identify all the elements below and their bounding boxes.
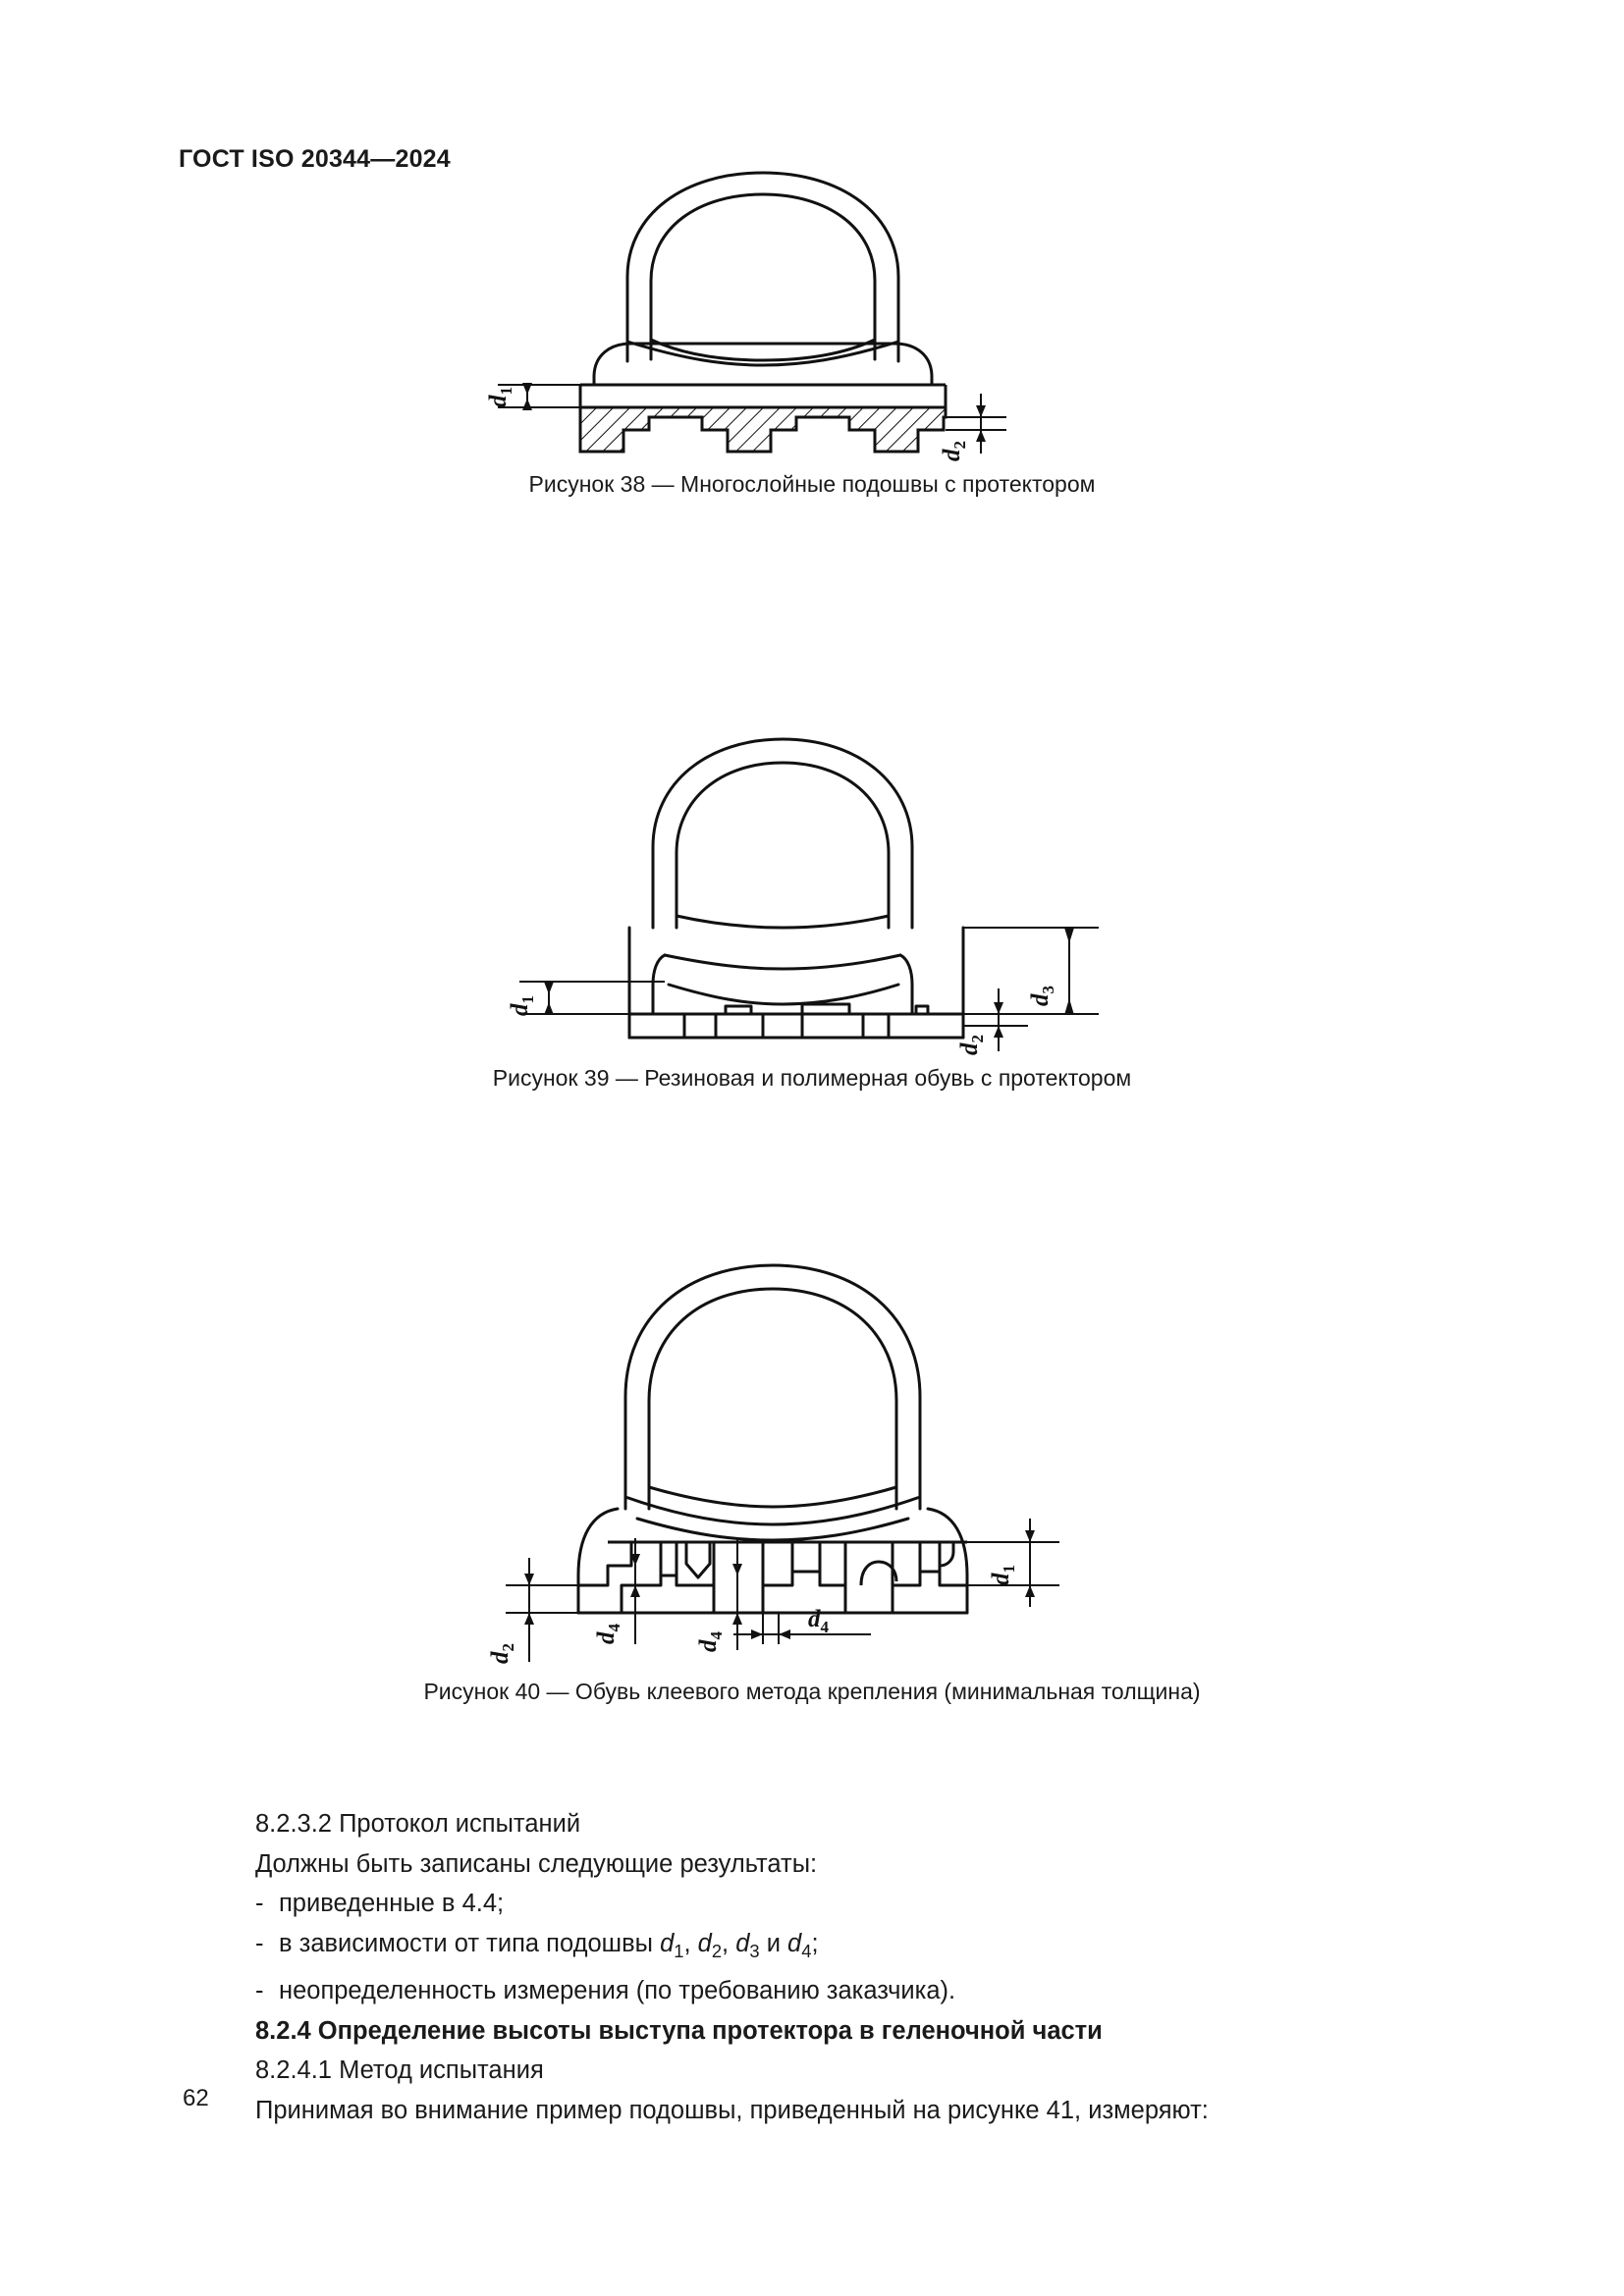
body-line-5: -неопределенность измерения (по требован…: [255, 1971, 1414, 2011]
figure-38-label-d2: d2: [939, 441, 969, 461]
figure-40-label-d2-left: d2: [487, 1643, 517, 1664]
dash-marker: -: [255, 1929, 264, 1957]
body-line-5-text: неопределенность измерения (по требовани…: [279, 1977, 956, 2005]
figure-40-label-d1: d1: [988, 1565, 1018, 1585]
figure-40-label-d4-middle: d4: [695, 1631, 726, 1653]
dash-marker: -: [255, 1977, 264, 2005]
body-line-2: Должны быть записаны следующие результат…: [255, 1849, 818, 1878]
figure-38-label-d1: d1: [485, 387, 515, 407]
body-line-8: Принимая во внимание пример подошвы, при…: [255, 2096, 1209, 2124]
figure-40-label-d4-horizontal: d4: [808, 1606, 830, 1636]
figure-40: d1 d2 d4 d4: [0, 1252, 1624, 1705]
figure-39-caption: Рисунок 39 — Резиновая и полимерная обув…: [492, 1065, 1132, 1091]
body-line-3: -приведенные в 4.4;: [255, 1884, 1414, 1924]
page-number: 62: [183, 2085, 209, 2111]
body-line-1: 8.2.3.2 Протокол испытаний: [255, 1810, 581, 1838]
figure-39-label-d1: d1: [507, 995, 537, 1016]
body-line-4: -в зависимости от типа подошвы d1, d2, d…: [255, 1924, 1414, 1972]
dash-marker: -: [255, 1890, 264, 1917]
figure-38-drawing: d1 d2: [485, 171, 1006, 461]
figure-39-drawing: d1 d3 d2: [507, 737, 1099, 1055]
body-line-3-text: приведенные в 4.4;: [279, 1890, 505, 1917]
figure-38: d1 d2 Рисунок 38 — Многослойные подошвы …: [0, 167, 1624, 498]
figure-38-caption: Рисунок 38 — Многослойные подошвы с прот…: [528, 471, 1096, 497]
figure-39: d1 d3 d2 Рисунок 39 — Резиновая и полиме…: [0, 731, 1624, 1092]
figure-40-caption: Рисунок 40 — Обувь клеевого метода крепл…: [423, 1679, 1201, 1704]
figure-39-label-d3: d3: [1027, 986, 1057, 1006]
body-text-block: 8.2.3.2 Протокол испытаний Должны быть з…: [255, 1804, 1414, 2130]
body-line-7: 8.2.4.1 Метод испытания: [255, 2056, 544, 2085]
page-header: ГОСТ ISO 20344—2024: [179, 145, 451, 173]
figure-40-label-d4-left: d4: [593, 1624, 623, 1645]
body-line-6-heading: 8.2.4 Определение высоты выступа протект…: [255, 2016, 1103, 2045]
figure-40-drawing: d1 d2 d4 d4: [487, 1263, 1059, 1664]
body-line-4-text: в зависимости от типа подошвы d1, d2, d3…: [279, 1929, 819, 1961]
